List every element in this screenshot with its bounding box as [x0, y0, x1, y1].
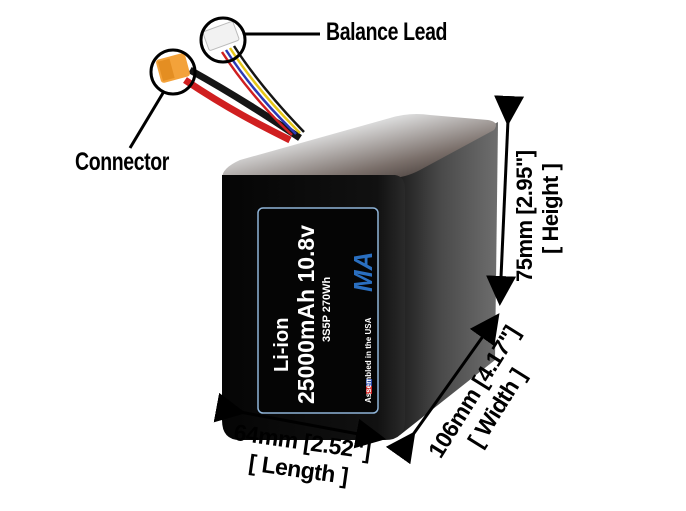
height-dimension: 75mm [2.95"] [ Height ] — [512, 150, 564, 282]
connector-text: Connector — [75, 148, 169, 176]
balance-plug — [202, 21, 240, 51]
label-config-energy: 3S5P 270Wh — [321, 276, 333, 342]
height-arrow — [486, 95, 525, 306]
connector-callout-line — [128, 92, 165, 149]
height-caption: [ Height ] — [538, 163, 563, 254]
connector-label: Connector — [75, 148, 196, 177]
usa-flag-red — [366, 386, 372, 394]
connector-callout-circle — [149, 48, 197, 96]
brand-logo: MA — [348, 252, 378, 292]
xt-connector — [156, 53, 190, 83]
power-wires — [183, 66, 302, 144]
label-assembled: Assembled in the USA — [364, 317, 373, 403]
label-chemistry: Li-ion — [271, 317, 293, 372]
balance-lead-label: Balance Lead — [326, 18, 481, 47]
label-capacity-voltage: 25000mAh 10.8v — [293, 224, 319, 404]
battery-top-face — [222, 114, 496, 178]
length-arrow — [213, 392, 386, 449]
width-arrow — [385, 313, 500, 465]
balance-callout-circle — [199, 16, 247, 64]
usa-flag-blue — [366, 379, 372, 386]
balance-lead-text: Balance Lead — [326, 18, 448, 46]
height-value: 75mm [2.95"] — [512, 150, 537, 282]
